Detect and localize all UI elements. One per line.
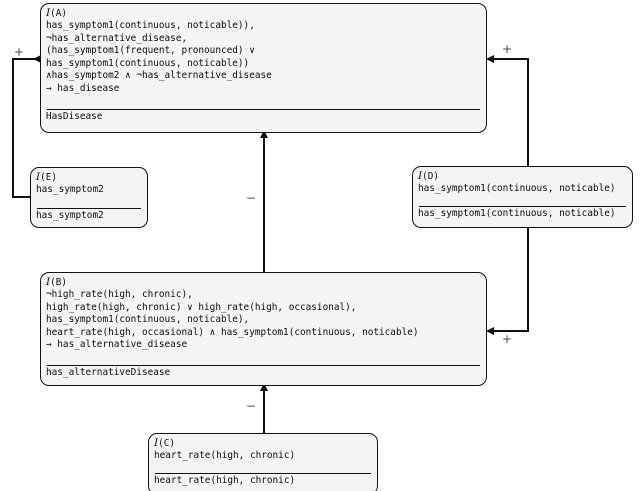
node-b-premise-line: → has_alternative_disease: [46, 339, 188, 351]
node-e-premise-line: has_symptom2: [36, 184, 104, 195]
edge-d-to-b-arrowhead: [486, 326, 494, 335]
node-a-premise-line: ¬has_alternative_disease,: [46, 32, 188, 44]
edge-b-to-a-arrowhead: [259, 130, 268, 138]
node-b-title-arg: (B): [50, 277, 67, 288]
edge-d-to-a-segment-horizontal: [494, 58, 529, 60]
node-argument-e[interactable]: I(E) has_symptom2 has_symptom2: [30, 167, 148, 228]
node-e-conclusion: has_symptom2: [36, 209, 104, 221]
node-c-title-arg: (C): [158, 438, 175, 449]
node-b-title: I(B): [46, 276, 481, 289]
node-d-conclusion: has_symptom1(continuous, noticable): [418, 207, 616, 219]
node-e-title-prefix: I: [36, 171, 41, 183]
node-d-inference-line: [419, 205, 626, 207]
edge-d-to-b-segment-vertical: [527, 227, 529, 331]
edge-b-to-a-segment-vertical: [263, 133, 265, 272]
node-b-premises: ¬high_rate(high, chronic), high_rate(hig…: [46, 289, 481, 352]
node-a-title-prefix: I: [46, 7, 51, 19]
node-b-conclusion: has_alternativeDisease: [46, 366, 171, 378]
node-b-premise-line: heart_rate(high, occasional) ∧ has_sympt…: [46, 326, 419, 338]
node-a-premise-line: → has_disease: [46, 82, 120, 94]
node-a-premise-line: has_symptom1(continuous, noticable)): [46, 57, 250, 69]
node-c-premise-line: heart_rate(high, chronic): [154, 450, 296, 461]
node-a-premise-line: ∧has_symptom2 ∧ ¬has_alternative_disease: [46, 70, 272, 82]
node-d-title-arg: (D): [422, 171, 439, 182]
node-c-title-prefix: I: [154, 437, 159, 449]
node-argument-c[interactable]: I(C) heart_rate(high, chronic) heart_rat…: [148, 433, 378, 491]
node-e-inference-line: [37, 207, 141, 209]
edge-label-b-to-a: −: [246, 191, 257, 205]
node-c-conclusion: heart_rate(high, chronic): [154, 474, 296, 486]
node-d-premises: has_symptom1(continuous, noticable): [418, 183, 627, 196]
node-e-title: I(E): [36, 171, 142, 184]
node-a-title: I(A): [46, 7, 481, 20]
edge-c-to-b-arrowhead: [259, 383, 268, 391]
node-a-conclusion: HasDisease: [46, 110, 103, 122]
node-argument-b[interactable]: I(B) ¬high_rate(high, chronic), high_rat…: [40, 272, 487, 386]
node-b-premise-line: high_rate(high, chronic) ∨ high_rate(hig…: [46, 301, 357, 313]
node-a-premise-line: has_symptom1(continuous, noticable)),: [46, 20, 255, 31]
edge-e-to-a-segment-horizontal-bottom: [12, 196, 32, 198]
node-b-inference-line: [47, 364, 480, 366]
edge-e-to-a-segment-horizontal-top: [12, 58, 36, 60]
node-b-premise-line: ¬high_rate(high, chronic),: [46, 289, 193, 300]
node-d-premise-line: has_symptom1(continuous, noticable): [418, 183, 616, 194]
node-b-title-prefix: I: [46, 276, 51, 288]
node-d-title: I(D): [418, 170, 627, 183]
node-b-premise-line: has_symptom1(continuous, noticable),: [46, 314, 250, 326]
edge-e-to-a-segment-vertical: [12, 58, 14, 197]
node-e-title-arg: (E): [40, 172, 57, 183]
edge-label-d-to-b: +: [502, 332, 513, 346]
edge-d-to-b-segment-horizontal: [494, 330, 529, 332]
node-c-inference-line: [155, 472, 371, 474]
node-a-premises: has_symptom1(continuous, noticable)), ¬h…: [46, 20, 481, 96]
node-a-title-arg: (A): [50, 8, 67, 19]
node-a-inference-line: [47, 108, 480, 110]
node-c-title: I(C): [154, 437, 372, 450]
edge-label-e-to-a: +: [14, 45, 25, 59]
node-argument-a[interactable]: I(A) has_symptom1(continuous, noticable)…: [40, 3, 487, 133]
node-c-premises: heart_rate(high, chronic): [154, 450, 372, 463]
edge-d-to-a-arrowhead: [486, 54, 494, 63]
node-argument-d[interactable]: I(D) has_symptom1(continuous, noticable)…: [412, 166, 633, 228]
edge-c-to-b-segment-vertical: [263, 386, 265, 433]
edge-label-d-to-a: +: [502, 42, 513, 56]
node-e-premises: has_symptom2: [36, 184, 142, 197]
edge-e-to-a-arrowhead: [33, 54, 41, 63]
edge-d-to-a-segment-vertical: [527, 58, 529, 168]
node-a-premise-line: (has_symptom1(frequent, pronounced) ∨: [46, 45, 255, 57]
node-d-title-prefix: I: [418, 170, 423, 182]
edge-label-c-to-b: −: [246, 399, 257, 413]
